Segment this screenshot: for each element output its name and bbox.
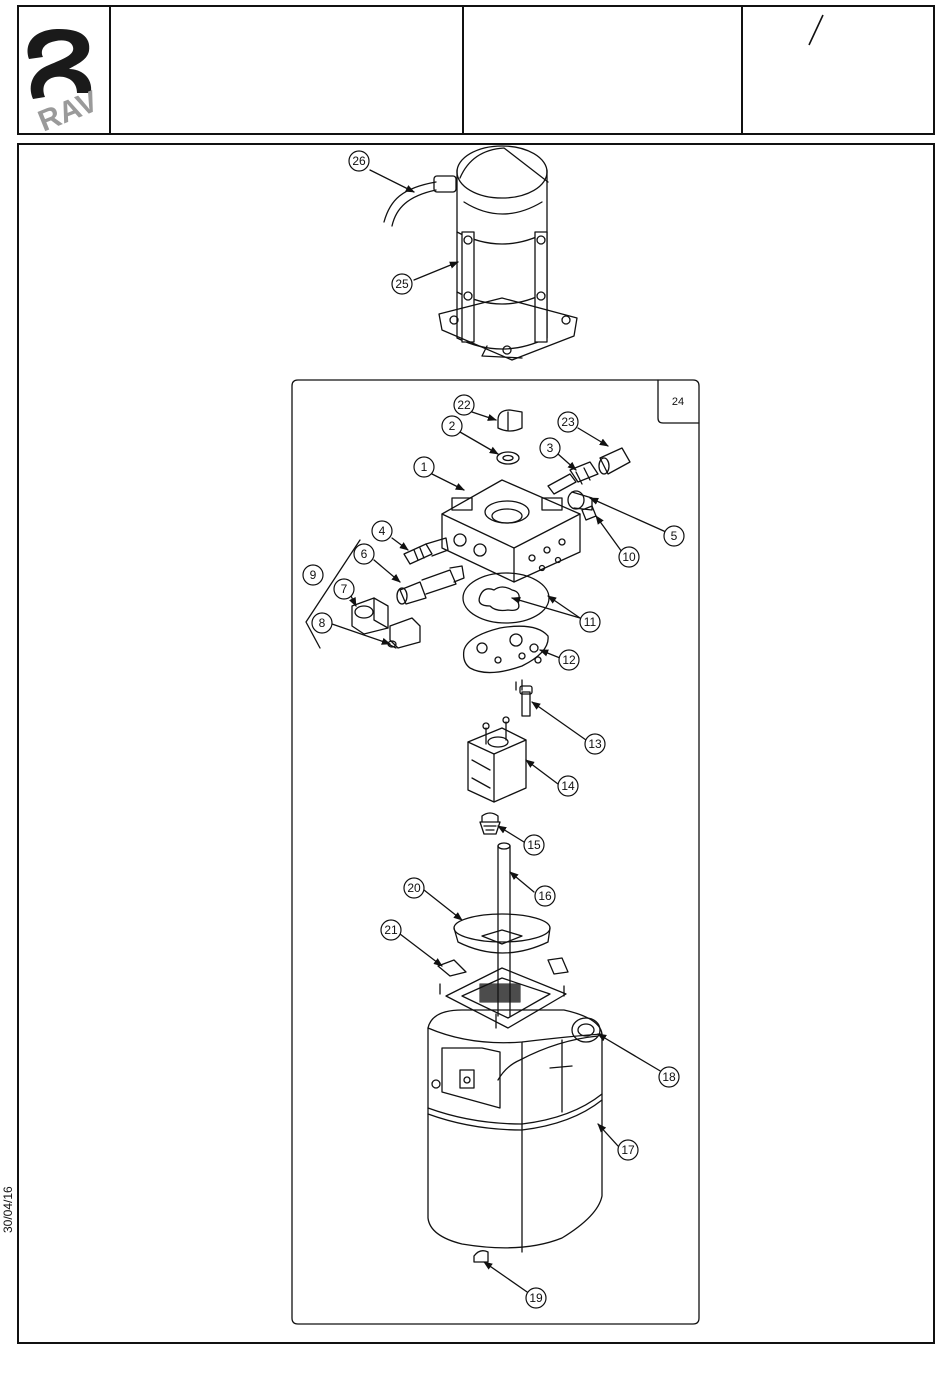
svg-text:19: 19	[529, 1291, 543, 1305]
solenoid-coil	[352, 598, 388, 634]
svg-text:15: 15	[527, 838, 541, 852]
svg-text:21: 21	[384, 923, 398, 937]
o-ring-gaskets	[463, 573, 549, 623]
coil-connector	[388, 618, 420, 648]
callout-7: 7	[334, 579, 354, 599]
svg-text:6: 6	[361, 547, 368, 561]
drain-plug	[474, 1251, 488, 1262]
oil-reservoir	[428, 1010, 602, 1252]
electric-motor	[439, 146, 577, 360]
side-date: 30/04/16	[1, 1189, 15, 1233]
page-slash	[741, 7, 937, 133]
callout-1: 1	[414, 457, 434, 477]
code-cell	[462, 7, 743, 133]
svg-text:22: 22	[457, 398, 471, 412]
callout-3: 3	[540, 438, 560, 458]
mounting-bolts	[516, 680, 532, 716]
svg-text:8: 8	[319, 616, 326, 630]
svg-text:1: 1	[421, 460, 428, 474]
solenoid-valve	[397, 566, 464, 604]
callout-25: 25	[392, 274, 412, 294]
rav-logo-icon: RAV	[19, 7, 107, 133]
callout-12: 12	[559, 650, 579, 670]
callout-22: 22	[454, 395, 474, 415]
callout-4: 4	[372, 521, 392, 541]
callout-8: 8	[312, 613, 332, 633]
suction-filter	[480, 813, 500, 834]
tank-flange	[438, 958, 568, 1028]
svg-text:7: 7	[341, 582, 348, 596]
svg-text:5: 5	[671, 529, 678, 543]
svg-text:3: 3	[547, 441, 554, 455]
logo-text: RAV	[34, 85, 103, 133]
svg-text:10: 10	[622, 550, 636, 564]
callout-6: 6	[354, 544, 374, 564]
callout-23: 23	[558, 412, 578, 432]
svg-text:9: 9	[310, 568, 317, 582]
drawing-frame: 26 25 24 22 23 2 3 1 5 4 10 6 9 7 11 8 1…	[17, 143, 935, 1344]
callout-21: 21	[381, 920, 401, 940]
svg-text:23: 23	[561, 415, 575, 429]
title-cell	[109, 7, 464, 133]
page-cell	[741, 7, 933, 133]
callout-5: 5	[664, 526, 684, 546]
svg-text:12: 12	[562, 653, 576, 667]
callout-15: 15	[524, 835, 544, 855]
svg-text:26: 26	[352, 154, 366, 168]
callout-14: 14	[558, 776, 578, 796]
svg-text:2: 2	[449, 419, 456, 433]
motor-cable	[384, 176, 456, 226]
callout-11: 11	[580, 612, 600, 632]
callout-20: 20	[404, 878, 424, 898]
suction-plate	[464, 626, 549, 672]
exploded-view-diagram: 26 25 24 22 23 2 3 1 5 4 10 6 9 7 11 8 1…	[19, 145, 933, 1342]
svg-text:24: 24	[672, 396, 684, 408]
callout-24: 24	[672, 396, 684, 408]
breather-cap	[498, 410, 522, 431]
svg-text:20: 20	[407, 881, 421, 895]
svg-text:18: 18	[662, 1070, 676, 1084]
callout-9: 9	[303, 565, 323, 585]
blank-plug	[582, 506, 596, 520]
svg-text:25: 25	[395, 277, 409, 291]
callout-16: 16	[535, 886, 555, 906]
svg-text:17: 17	[621, 1143, 635, 1157]
svg-text:16: 16	[538, 889, 552, 903]
svg-text:11: 11	[584, 615, 597, 629]
logo-cell: RAV	[19, 7, 111, 133]
leader-lines	[332, 170, 666, 1294]
return-baffle	[454, 914, 550, 953]
gear-pump	[468, 717, 526, 802]
callout-19: 19	[526, 1288, 546, 1308]
svg-text:4: 4	[379, 524, 386, 538]
callout-26: 26	[349, 151, 369, 171]
callout-18: 18	[659, 1067, 679, 1087]
seal-ring	[497, 452, 519, 464]
callout-10: 10	[619, 547, 639, 567]
callout-17: 17	[618, 1140, 638, 1160]
callout-13: 13	[585, 734, 605, 754]
pressure-plug	[599, 448, 630, 474]
filler-cap	[572, 1018, 600, 1042]
svg-text:14: 14	[561, 779, 575, 793]
title-block: RAV	[17, 5, 935, 135]
svg-text:13: 13	[588, 737, 602, 751]
callout-2: 2	[442, 416, 462, 436]
